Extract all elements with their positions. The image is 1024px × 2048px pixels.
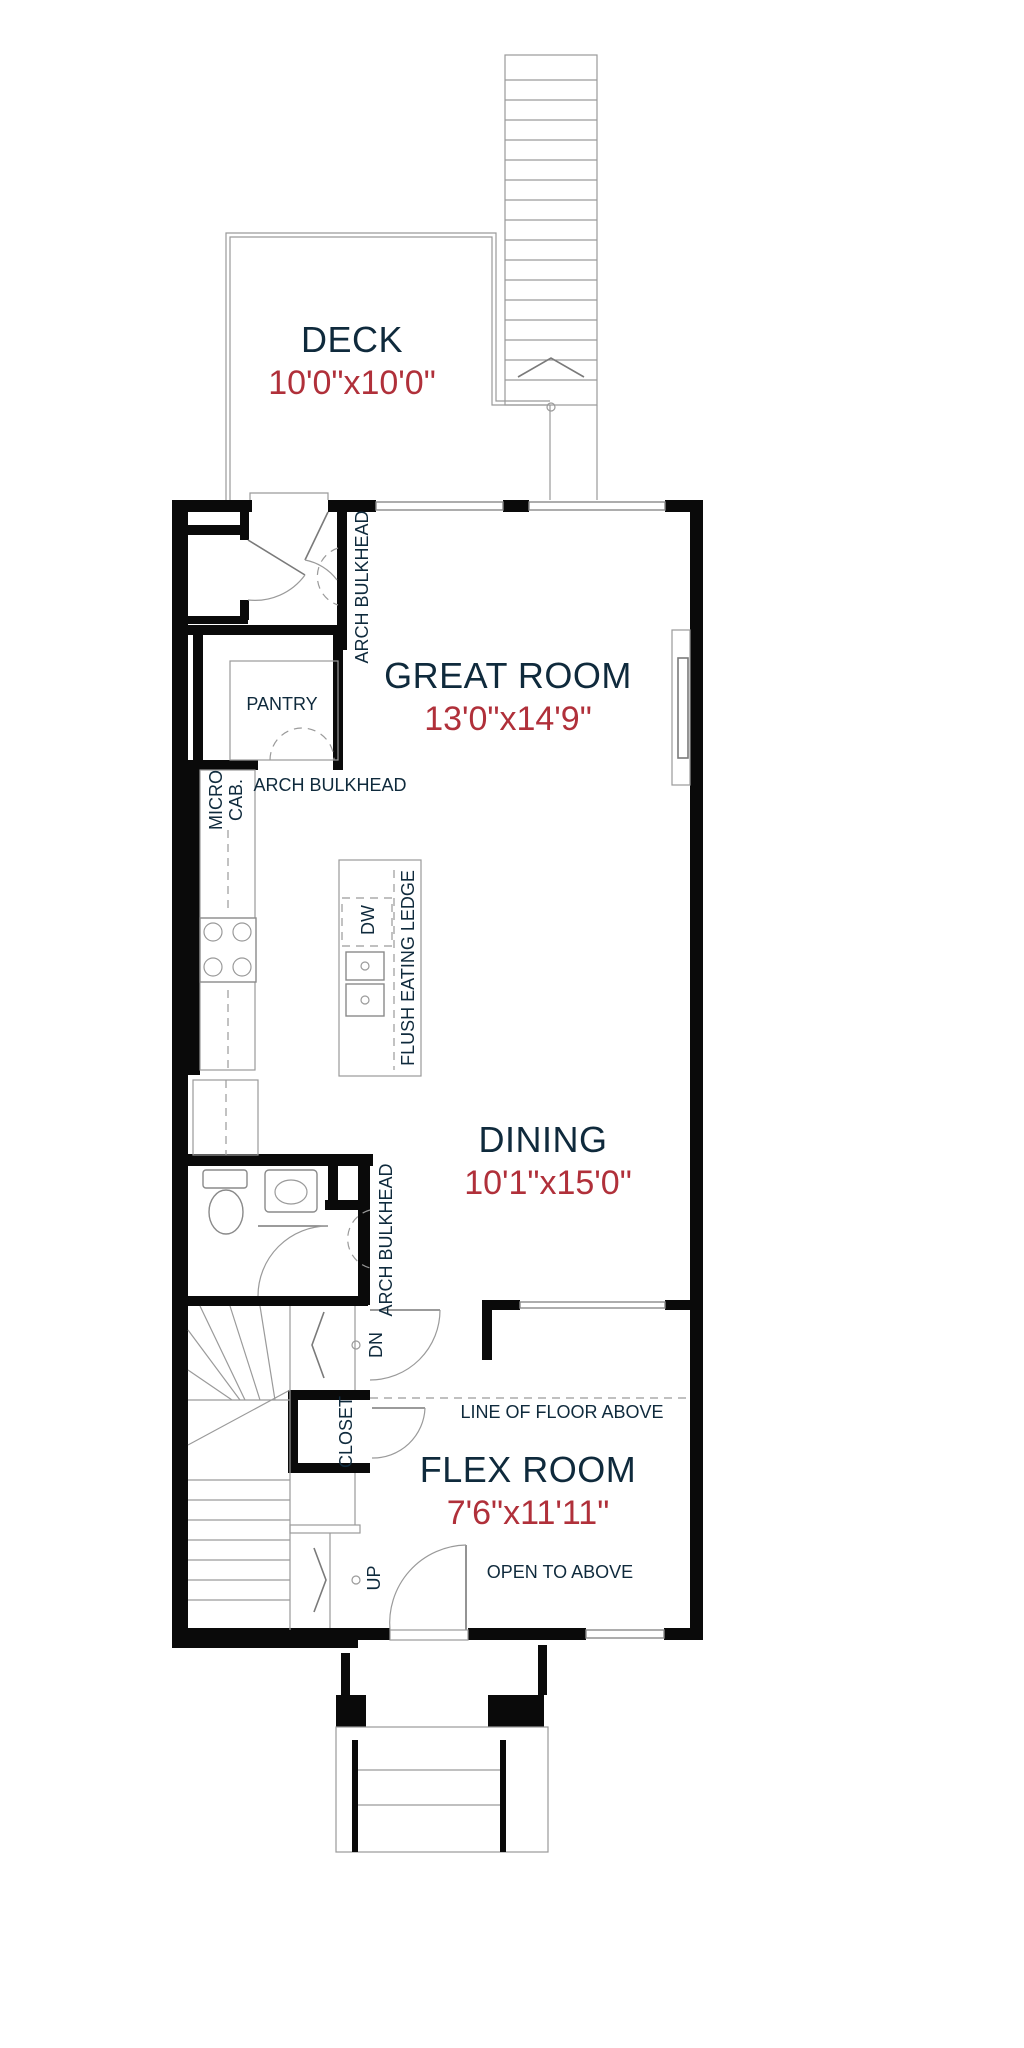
arch-bulkhead-label-powder: ARCH BULKHEAD [376,1163,396,1316]
dw-label: DW [358,905,378,935]
flush-eating-ledge-label: FLUSH EATING LEDGE [398,870,418,1066]
kitchen-island [338,859,422,1077]
powder-room-fixtures [202,1169,318,1235]
great-room-title: GREAT ROOM [384,655,632,696]
dining-title: DINING [479,1119,608,1160]
doors [247,492,469,1641]
flex-room-size: 7'6"x11'11" [447,1494,610,1532]
flex-room-opening [519,1301,666,1309]
great-room-size: 13'0"x14'9" [424,700,592,738]
stairs-down-label: DN [366,1332,386,1358]
rear-stairs [504,54,598,500]
interior-stairs [187,1305,690,1630]
deck-size: 10'0"x10'0" [268,364,436,402]
rear-windows [375,501,666,1639]
arch-bulkhead-label-entry: ARCH BULKHEAD [352,510,372,663]
open-to-above-label: OPEN TO ABOVE [487,1562,633,1582]
micro-cab-label-line1: MICRO [206,770,226,830]
exterior-walls [172,500,703,1648]
dining-size: 10'1"x15'0" [464,1164,632,1202]
fireplace [671,629,691,786]
flex-room-title: FLEX ROOM [420,1449,637,1490]
stairs-up-label: UP [364,1565,384,1590]
line-of-floor-above-label: LINE OF FLOOR ABOVE [460,1402,663,1422]
arch-bulkhead-label-kitchen: ARCH BULKHEAD [253,775,406,795]
kitchen-counters [192,660,339,1156]
closet-label: CLOSET [336,1396,356,1468]
micro-cab-label-line2: CAB. [226,779,246,821]
front-entry [335,1645,549,1853]
deck-title: DECK [301,319,403,360]
pantry-label: PANTRY [246,694,317,714]
